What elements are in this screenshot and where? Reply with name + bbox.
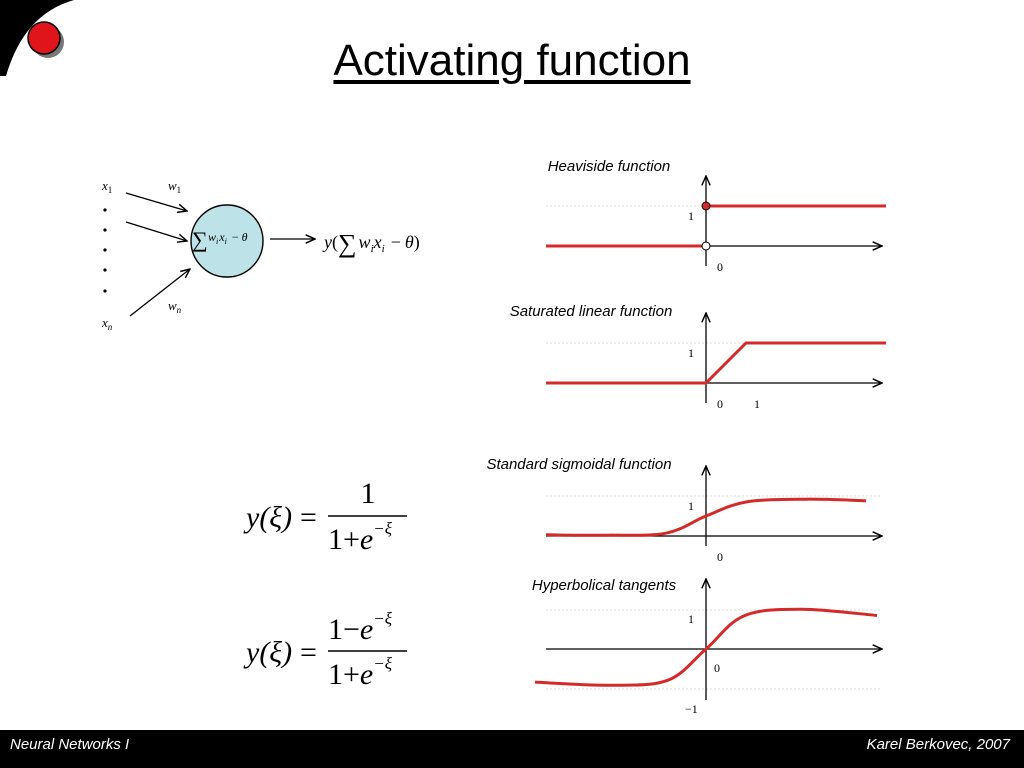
saturated-linear-chart-title: Saturated linear function (510, 303, 673, 320)
neuron-output-expression: y(∑wixi−θ) (322, 229, 420, 258)
saturated-linear-curve (546, 341, 886, 385)
input-xn-label: xn (101, 315, 113, 332)
sigmoid-formula-denominator: 1+e−ξ (328, 519, 393, 556)
tanh-chart: Hyperbolical tangents 1 0 −1 (532, 577, 882, 716)
heaviside-open-point (701, 241, 711, 251)
weight-wn-label: wn (168, 298, 182, 315)
heaviside-filled-point (701, 201, 711, 211)
sigmoid-formula-numerator: 1 (361, 477, 376, 510)
neuron-sum-expression: wixi−θ (208, 230, 248, 246)
tanh-formula-lhs: y(ξ) (243, 636, 292, 669)
heaviside-curve (546, 204, 886, 248)
sigmoid-formula: y(ξ) = 1 1+e−ξ (243, 477, 407, 556)
heaviside-origin-label: 0 (717, 260, 723, 274)
tanh-curve (534, 607, 878, 687)
footer-course-name: Neural Networks I (10, 736, 130, 753)
input-ellipsis-dots (103, 208, 107, 293)
saturated-linear-chart: Saturated linear function 1 0 1 (510, 303, 886, 411)
slide-title: Activating function (333, 36, 691, 85)
heaviside-y-tick-1: 1 (688, 209, 694, 223)
footer-bar: Neural Networks I Karel Berkovec, 2007 (0, 730, 1024, 768)
tanh-formula-equals: = (300, 636, 317, 669)
sigmoid-formula-lhs: y(ξ) (243, 501, 292, 534)
input-arrow-n (129, 269, 190, 317)
input-arrow-2 (125, 221, 187, 241)
tanh-y-tick-1: 1 (688, 612, 694, 626)
sigmoid-origin-label: 0 (717, 550, 723, 564)
sigmoid-chart-title: Standard sigmoidal function (486, 456, 671, 473)
sigmoid-y-tick-1: 1 (688, 499, 694, 513)
heaviside-chart-title: Heaviside function (548, 158, 671, 175)
neuron-body (190, 204, 264, 278)
tanh-formula: y(ξ) = 1−e−ξ 1+e−ξ (243, 609, 407, 691)
tanh-y-tick-minus-1: −1 (685, 702, 698, 716)
sigmoid-curve (545, 497, 867, 537)
neuron-sum-symbol: ∑ (192, 227, 208, 252)
logo-red-dot-icon (27, 21, 61, 55)
tanh-formula-numerator: 1−e−ξ (328, 609, 393, 646)
heaviside-chart: Heaviside function 1 0 (546, 158, 886, 274)
sigmoid-chart: Standard sigmoidal function 1 0 (486, 456, 882, 564)
neuron-diagram: x1 xn w1 wn ∑ wixi−θ y(∑wixi−θ) (101, 178, 420, 332)
weight-w1-label: w1 (168, 178, 181, 195)
corner-decoration (0, 0, 74, 76)
slide-content: x1 xn w1 wn ∑ wixi−θ y(∑wixi−θ) y(ξ) = 1… (101, 158, 886, 716)
tanh-origin-label: 0 (714, 661, 720, 675)
tanh-formula-denominator: 1+e−ξ (328, 654, 393, 691)
saturated-linear-origin-label: 0 (717, 397, 723, 411)
saturated-linear-x-tick-1: 1 (754, 397, 760, 411)
input-arrow-1 (125, 192, 187, 211)
input-x1-label: x1 (101, 178, 112, 195)
footer-author-year: Karel Berkovec, 2007 (866, 736, 1010, 753)
saturated-linear-y-tick-1: 1 (688, 346, 694, 360)
sigmoid-formula-equals: = (300, 501, 317, 534)
tanh-chart-title: Hyperbolical tangents (532, 577, 677, 594)
corner-swoosh (0, 0, 74, 76)
